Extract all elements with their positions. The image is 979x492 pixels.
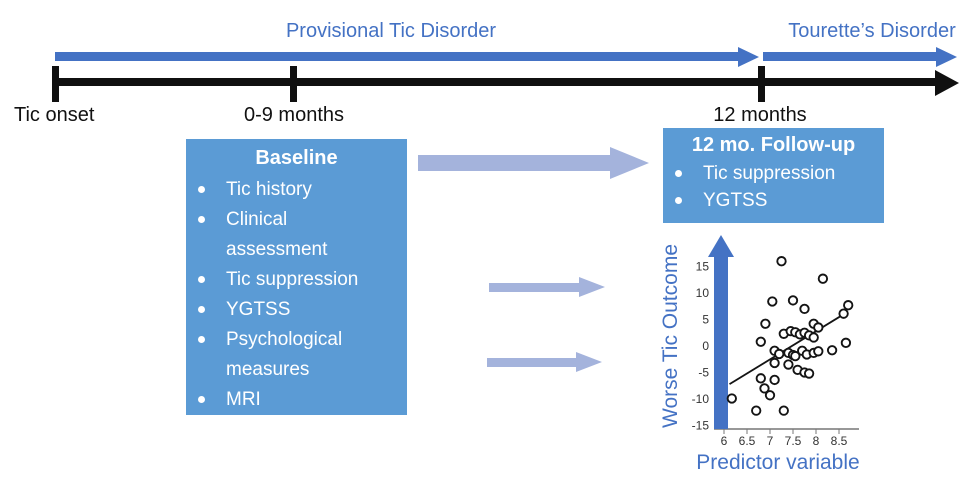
scatter-point [813,322,824,333]
bullet-icon [198,186,205,193]
scatter-point [774,348,785,360]
baseline-item-label: Clinical assessment [226,209,328,260]
scatter-plot: 6 6.5 7 7.5 8 8.5 15 10 5 0 -5 -10 -15 [692,235,859,448]
y-tick-label: 10 [696,286,710,300]
y-tick-label: 0 [702,339,709,353]
scatter-point [769,357,780,369]
baseline-item-psychological-measures: Psychological measures [186,325,407,385]
y-tick-label: -15 [692,419,710,433]
scatter-point [769,374,780,386]
scatter-point [755,336,766,347]
y-tick-label: 15 [696,260,710,274]
connector-arrow-3-head [576,352,602,372]
scatter-point [726,393,737,404]
provisional-tic-disorder-label: Provisional Tic Disorder [285,20,497,42]
tic-onset-label: Tic onset [14,104,95,126]
bullet-icon [198,276,205,283]
baseline-box-title: Baseline [255,147,338,169]
scatter-point [783,359,794,370]
x-tick-label: 8 [813,434,820,448]
baseline-to-followup-arrow-head [610,147,649,179]
x-tick-label: 6 [721,434,728,448]
x-tick-label: 6.5 [739,434,756,448]
followup-item-label: Tic suppression [703,163,836,184]
0-9-months-label: 0-9 months [243,104,345,126]
tick-tic-onset [52,66,59,102]
scatter-point [767,296,778,307]
y-axis-arrow-body [714,253,728,429]
connector-arrow-3-body [487,358,576,367]
scatter-point [764,390,776,401]
bullet-icon [675,170,682,177]
connector-arrow-2-body [489,283,579,292]
bullet-icon [198,306,205,313]
baseline-item-label: MRI [226,389,261,410]
scatter-point [751,405,762,416]
scatter-point [826,345,838,356]
bullet-icon [198,336,205,343]
baseline-item-label: Tic suppression [226,269,359,290]
bullet-icon [198,396,205,403]
baseline-item-ygtss: YGTSS [186,295,407,325]
baseline-to-followup-arrow-body [418,155,610,171]
y-tick-label: -10 [692,392,710,406]
scatter-point [808,332,819,343]
y-tick-label: 5 [702,313,709,327]
x-tick-label: 8.5 [831,434,848,448]
scatter-point [813,346,824,357]
scatter-point [840,337,852,348]
tourettes-disorder-label: Tourette’s Disorder [788,20,956,42]
timeline-axis [55,78,936,86]
baseline-item-clinical-assessment: Clinical assessment [186,205,407,265]
followup-item-tic-suppression: Tic suppression [663,160,884,187]
scatter-point [787,295,799,306]
x-tick-label: 7.5 [785,434,802,448]
baseline-item-mri: MRI [186,385,407,415]
scatter-point [799,303,810,315]
y-tick-label: -5 [698,366,709,380]
scatter-point [803,368,815,379]
scatter-x-axis-title: Predictor variable [696,451,860,474]
tick-12-months [758,66,765,102]
baseline-item-label: Tic history [226,179,312,200]
scatter-point [755,373,766,384]
baseline-item-tic-history: Tic history [186,175,407,205]
provisional-arrow-head [738,47,759,67]
scatter-point [817,273,829,284]
provisional-arrow-body [55,52,739,61]
baseline-item-tic-suppression: Tic suppression [186,265,407,295]
followup-box: 12 mo. Follow-up Tic suppression YGTSS [663,128,884,223]
tick-0-9-months [290,66,297,102]
scatter-point [760,318,771,329]
bullet-icon [675,197,682,204]
baseline-box: Baseline Tic history Clinical assessment… [186,139,407,415]
scatter-point [790,350,801,362]
connector-arrow-2-head [579,277,605,297]
x-tick-label: 7 [767,434,774,448]
followup-item-label: YGTSS [703,190,768,211]
12-months-label: 12 months [713,104,807,126]
y-axis-arrow-head [708,235,734,257]
scatter-point [778,405,789,416]
bullet-icon [198,216,205,223]
tourettes-arrow-body [763,52,936,61]
scatter-point [759,383,770,394]
baseline-item-label: YGTSS [226,299,291,320]
baseline-item-label: Psychological measures [226,329,343,380]
scatter-point [838,308,849,319]
timeline-arrow-head [935,70,959,96]
followup-box-title: 12 mo. Follow-up [691,134,856,156]
scatter-point [843,300,854,311]
followup-item-ygtss: YGTSS [663,187,884,214]
scatter-point [776,256,787,267]
tourettes-arrow-head [936,47,957,67]
